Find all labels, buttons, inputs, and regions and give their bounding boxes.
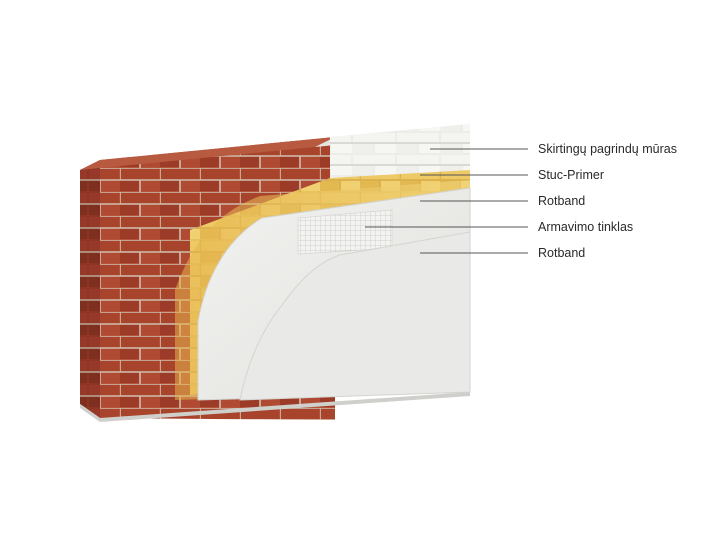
label-masonry: Skirtingų pagrindų mūras <box>538 142 677 156</box>
reinforcing-mesh <box>297 209 393 255</box>
label-rotband-2: Rotband <box>538 246 586 260</box>
label-stuc-primer: Stuc-Primer <box>538 168 604 182</box>
label-mesh: Armavimo tinklas <box>538 220 634 234</box>
wall-top-face <box>80 137 335 170</box>
leader-lines <box>365 148 528 254</box>
label-rotband-1: Rotband <box>538 194 586 208</box>
rotband-layer-2 <box>239 231 471 401</box>
wall-side-face <box>80 160 100 418</box>
wall-bottom-edge <box>80 392 470 422</box>
